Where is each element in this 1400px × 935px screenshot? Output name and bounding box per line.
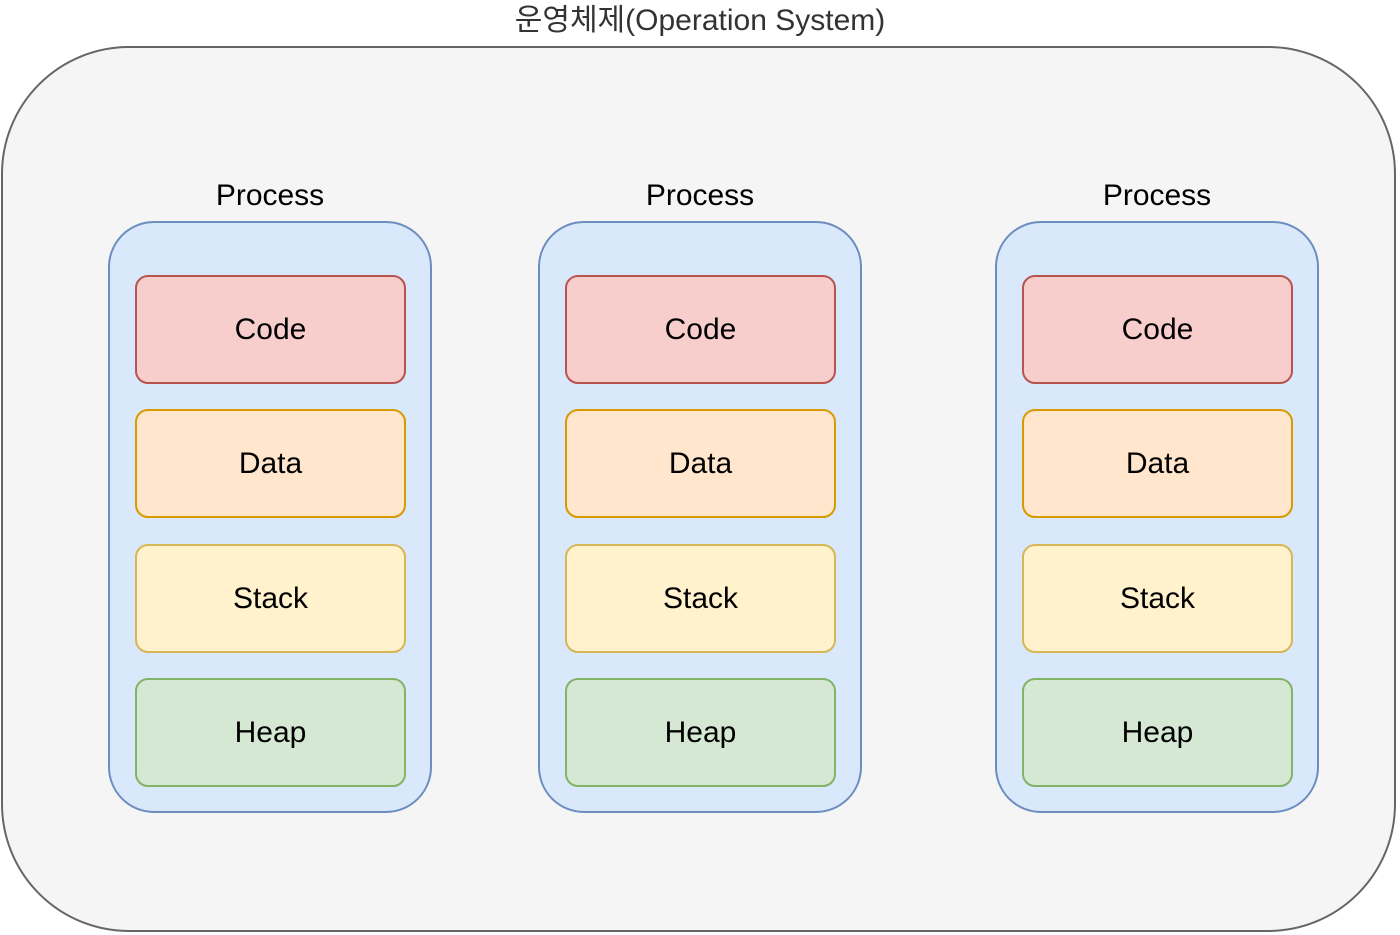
stack-segment: Stack [1022,544,1293,653]
data-segment: Data [565,409,836,518]
process-title: Process [645,179,755,212]
code-segment: Code [565,275,836,384]
process-box: Code Data Stack Heap [108,221,432,813]
process-box: Code Data Stack Heap [538,221,862,813]
data-segment: Data [1022,409,1293,518]
stack-segment: Stack [135,544,406,653]
stack-segment: Stack [565,544,836,653]
heap-segment: Heap [135,678,406,787]
process-title: Process [215,179,325,212]
heap-segment: Heap [565,678,836,787]
process-title: Process [1102,179,1212,212]
code-segment: Code [135,275,406,384]
process-box: Code Data Stack Heap [995,221,1319,813]
heap-segment: Heap [1022,678,1293,787]
data-segment: Data [135,409,406,518]
os-title: 운영체제(Operation System) [514,4,886,37]
code-segment: Code [1022,275,1293,384]
